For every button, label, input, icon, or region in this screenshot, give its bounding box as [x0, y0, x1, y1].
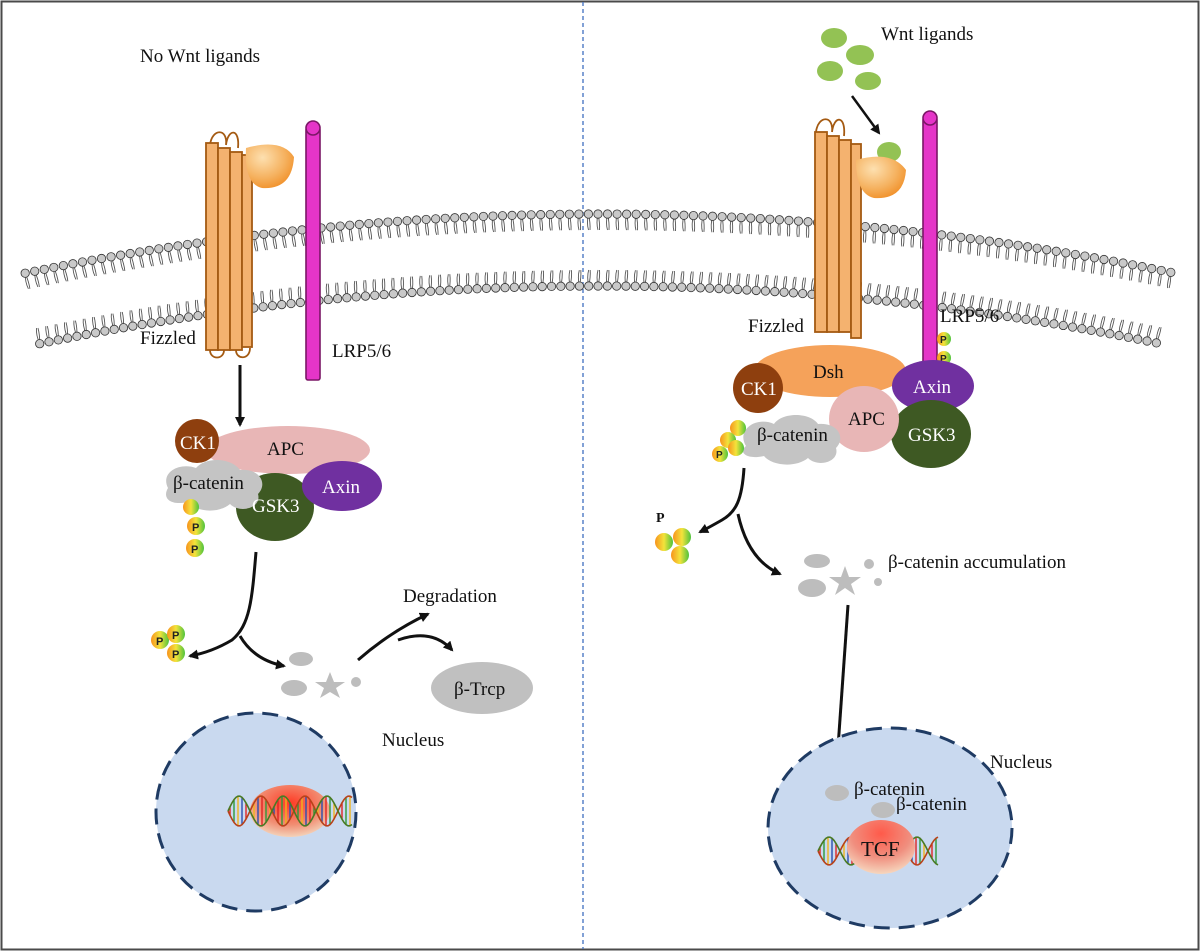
- right-panel-wnt: Wnt ligands Fizzled P P LRP5/6: [655, 24, 1066, 930]
- phospho-label-left-3: P: [156, 636, 163, 648]
- apc-label-right: APC: [848, 409, 885, 430]
- gsk3-label-right: GSK3: [908, 425, 956, 446]
- ck1-label-left: CK1: [180, 433, 216, 454]
- phospho-label-right-1: P: [716, 450, 723, 461]
- arrow-btrcp: [397, 634, 454, 652]
- left-title: No Wnt ligands: [140, 46, 260, 67]
- cysteine-rich-domain-left: [245, 144, 294, 189]
- lrp-label-right: LRP5/6: [940, 306, 999, 327]
- gsk3-label-left: GSK3: [252, 496, 300, 517]
- dsh-label: Dsh: [813, 362, 844, 383]
- phospho-label-left-4: P: [172, 630, 179, 642]
- degraded-beta-catenin-fragments-left: [281, 652, 361, 698]
- axin-label-left: Axin: [322, 477, 361, 498]
- arrow-wnt-binding: [850, 95, 881, 135]
- cysteine-rich-domain-right: [856, 156, 906, 199]
- arrow-phosphate-release-left: [188, 551, 258, 660]
- btrcp-label: β-Trcp: [454, 679, 505, 700]
- axin-label-right: Axin: [913, 377, 952, 398]
- nuclear-beta-catenin-1: [825, 785, 849, 801]
- phospho-label-lrp-1: P: [940, 335, 947, 346]
- ck1-label-right: CK1: [741, 379, 777, 400]
- tcf-ellipse: [847, 820, 915, 874]
- left-panel-no-wnt: No Wnt ligands Fizzled LRP5/6: [140, 46, 533, 913]
- signalosome-right: P: [712, 345, 974, 468]
- phospho-label-right-2: P: [656, 511, 665, 526]
- apc-left: [206, 426, 370, 474]
- axin-left: [302, 461, 382, 511]
- beta-catenin-label-left: β-catenin: [173, 473, 244, 494]
- nuclear-beta-catenin-label-1: β-catenin: [854, 779, 925, 800]
- phospho-label-left-5: P: [172, 649, 179, 661]
- phospho-label-lrp-2: P: [940, 354, 947, 365]
- frizzled-receptor-right: [814, 118, 906, 339]
- ck1-right: [733, 363, 783, 413]
- degradation-label: Degradation: [403, 586, 497, 607]
- fizzled-label-left: Fizzled: [140, 328, 196, 349]
- apc-label-left: APC: [267, 439, 304, 460]
- btrcp-ellipse: [431, 662, 533, 714]
- arrow-to-accumulation: [736, 513, 782, 576]
- dsh: [754, 345, 906, 397]
- beta-catenin-right: [742, 415, 841, 465]
- nuclear-beta-catenin-label-2: β-catenin: [896, 794, 967, 815]
- accumulation-label: β-catenin accumulation: [888, 552, 1066, 573]
- arrow-degradation: [357, 612, 430, 662]
- frizzled-receptor-left: [205, 131, 294, 359]
- beta-catenin-left: [166, 459, 263, 511]
- lipid-bilayer-membrane: [20, 209, 1176, 349]
- axin-right: [892, 360, 974, 412]
- lrp-label-left: LRP5/6: [332, 341, 391, 362]
- beta-catenin-label-right: β-catenin: [757, 425, 828, 446]
- tcf-label: TCF: [861, 837, 900, 861]
- arrow-phosphate-release-right: [698, 467, 746, 534]
- nucleus-label-left: Nucleus: [382, 730, 444, 751]
- right-title: Wnt ligands: [881, 24, 973, 45]
- fizzled-label-right: Fizzled: [748, 316, 804, 337]
- apc-right: [829, 386, 899, 452]
- arrow-to-degradation-left: [238, 635, 286, 670]
- dna-helix-left: [227, 795, 353, 827]
- phospho-label-left-2: P: [191, 544, 198, 556]
- accumulated-beta-catenin: [798, 554, 882, 597]
- released-phosphates-left: P P P: [151, 625, 185, 662]
- gsk3-right: [891, 400, 971, 468]
- ck1-left: [175, 419, 219, 463]
- lrp-receptor-left: [305, 120, 321, 381]
- lrp-receptor-right: P P: [922, 110, 951, 384]
- destruction-complex-left: P P: [166, 419, 382, 557]
- nuclear-beta-catenin-2: [871, 802, 895, 818]
- phospho-label-left-1: P: [192, 522, 199, 534]
- nucleus-label-right: Nucleus: [990, 752, 1052, 773]
- released-phosphates-right: P: [655, 511, 691, 564]
